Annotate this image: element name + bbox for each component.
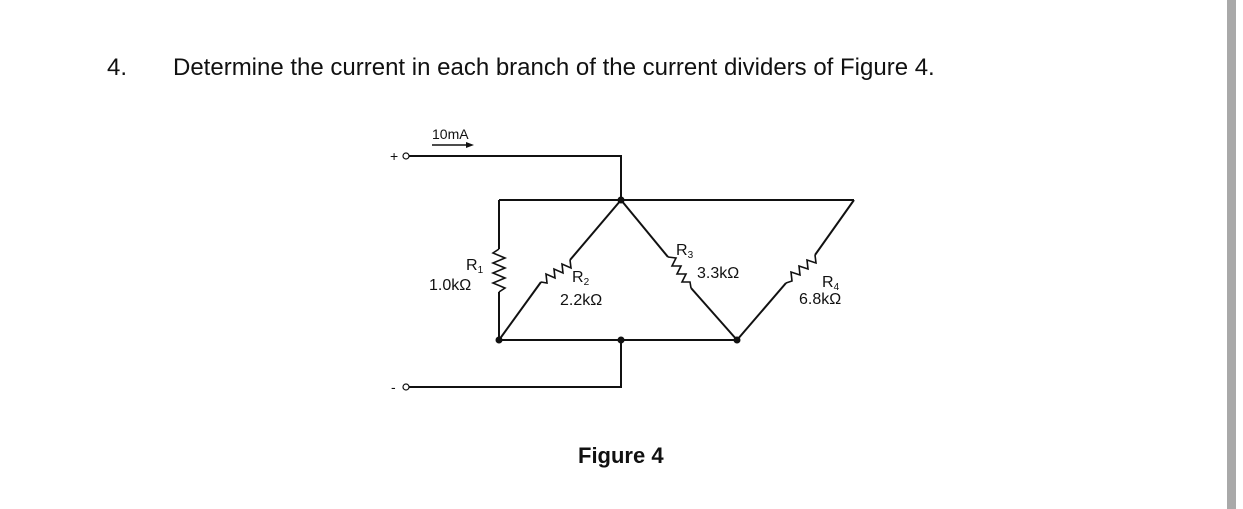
r2-wire-top: [569, 199, 622, 261]
question-text: Determine the current in each branch of …: [173, 54, 935, 81]
r2-value: 2.2kΩ: [560, 292, 602, 309]
minus-terminal: [402, 383, 410, 391]
r1-name: R1: [466, 257, 484, 276]
r2-wire-bottom: [498, 281, 542, 341]
top-feed-wire: [409, 155, 622, 200]
r4-name: R4: [822, 274, 840, 293]
r3-value: 3.3kΩ: [697, 265, 739, 282]
junction-bottom-center: [617, 336, 625, 344]
r4-resistor: [785, 254, 817, 284]
bottom-feed-wire: [409, 340, 622, 388]
junction-bottom-left: [495, 336, 503, 344]
minus-terminal-label: -: [391, 379, 396, 395]
r3-wire-top: [620, 199, 669, 258]
r3-name: R3: [676, 242, 694, 261]
r2-resistor: [540, 259, 572, 284]
r1-value: 1.0kΩ: [429, 277, 471, 294]
junction-top-center: [617, 196, 625, 204]
r4-wire-top: [814, 199, 855, 256]
source-current-label: 10mA: [432, 126, 469, 142]
r1-resistor: [490, 248, 508, 293]
figure-caption: Figure 4: [578, 443, 664, 468]
r4-wire-bottom: [736, 282, 787, 341]
page-edge-bar: [1227, 0, 1236, 509]
plus-terminal: [402, 152, 410, 160]
current-arrow-head: [466, 142, 474, 148]
junction-bottom-right: [733, 336, 741, 344]
r4-value: 6.8kΩ: [799, 291, 841, 308]
question-number: 4.: [107, 54, 128, 81]
r3-resistor: [667, 256, 692, 289]
r3-wire-bottom: [690, 287, 738, 341]
plus-terminal-label: +: [390, 148, 398, 164]
r2-name: R2: [572, 269, 590, 288]
